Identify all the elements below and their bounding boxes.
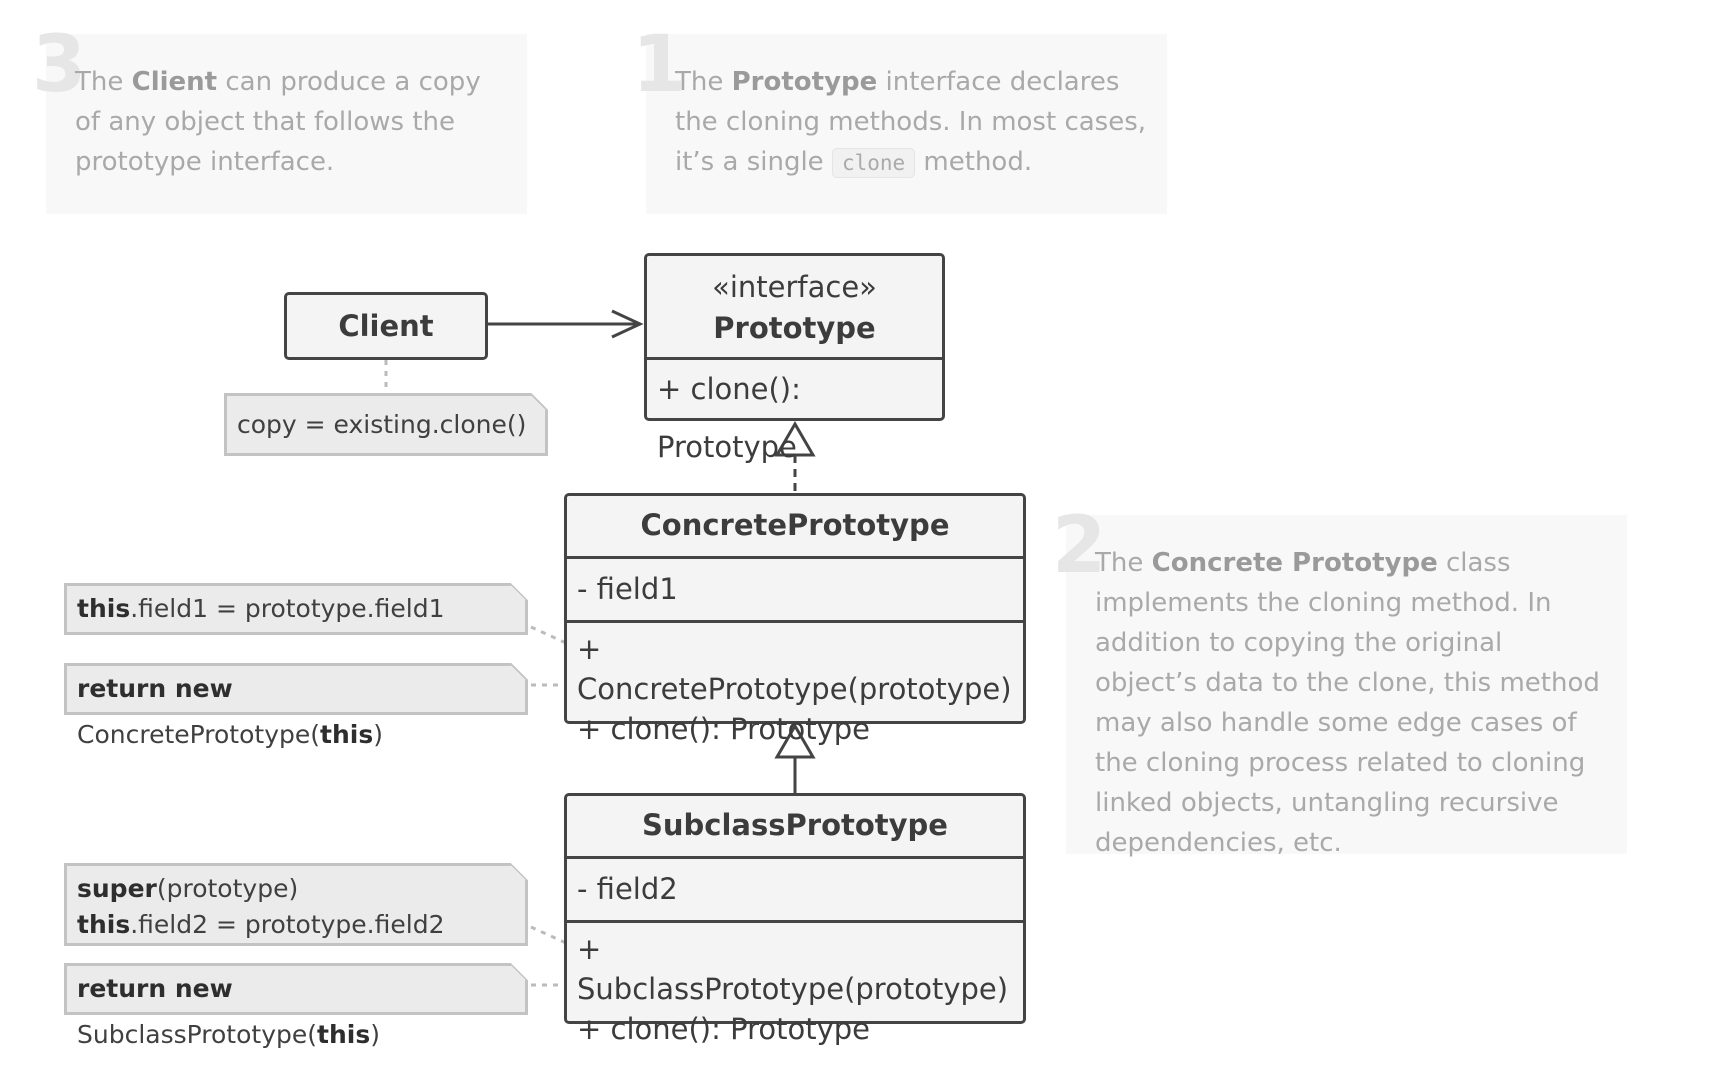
callout-text: The Concrete Prototype class implements …	[1095, 548, 1600, 858]
association-arrowhead	[611, 309, 644, 339]
method-compartment: + clone(): Prototype	[647, 357, 942, 464]
callout-number: 2	[1052, 501, 1107, 591]
callout-number: 3	[32, 20, 87, 110]
concrete-clone-note: return new ConcretePrototype(this)	[64, 663, 528, 749]
field: - field1	[577, 572, 678, 606]
callout-client: 3 The Client can produce a copy of any o…	[32, 26, 527, 214]
stereotype-label: «interface»	[712, 270, 877, 304]
class-name: Prototype	[713, 311, 876, 345]
method: + clone(): Prototype	[657, 372, 801, 464]
client-class: Client	[284, 292, 488, 360]
subclass-clone-note: return new SubclassPrototype(this)	[64, 963, 528, 1049]
class-name: Client	[338, 309, 434, 343]
class-name: ConcretePrototype	[640, 508, 950, 542]
client-note: copy = existing.clone()	[224, 393, 548, 456]
method: + clone(): Prototype	[577, 1012, 871, 1046]
prototype-interface: «interface» Prototype + clone(): Prototy…	[644, 253, 945, 464]
method: + clone(): Prototype	[577, 712, 871, 746]
note-link	[530, 925, 567, 945]
field: - field2	[577, 872, 678, 906]
callout-text: The Prototype interface declares the clo…	[675, 67, 1147, 178]
callout-prototype: 1 The Prototype interface declares the c…	[632, 26, 1167, 214]
field-compartment: - field1	[567, 556, 1023, 620]
realization-arrowhead	[774, 421, 816, 457]
concrete-prototype-class: ConcretePrototype - field1 + ConcretePro…	[564, 493, 1026, 746]
field-compartment: - field2	[567, 856, 1023, 920]
class-name: SubclassPrototype	[642, 808, 948, 842]
method: + SubclassPrototype(prototype)	[577, 932, 1009, 1006]
note-link	[530, 625, 567, 645]
note-text: copy = existing.clone()	[237, 410, 527, 439]
callout-text: The Client can produce a copy of any obj…	[75, 67, 481, 177]
code-snippet: clone	[831, 148, 916, 178]
callout-concrete-prototype: 2 The Concrete Prototype class implement…	[1052, 507, 1627, 858]
method-compartment: + ConcretePrototype(prototype) + clone()…	[567, 620, 1023, 746]
method-compartment: + SubclassPrototype(prototype) + clone()…	[567, 920, 1023, 1046]
method: + ConcretePrototype(prototype)	[577, 632, 1012, 706]
subclass-ctor-note: super(prototype) this.field2 = prototype…	[64, 863, 528, 946]
callout-number: 1	[632, 20, 687, 110]
subclass-prototype-class: SubclassPrototype - field2 + SubclassPro…	[564, 793, 1026, 1046]
inheritance-arrowhead	[774, 723, 816, 759]
concrete-ctor-note: this.field1 = prototype.field1	[64, 583, 528, 635]
